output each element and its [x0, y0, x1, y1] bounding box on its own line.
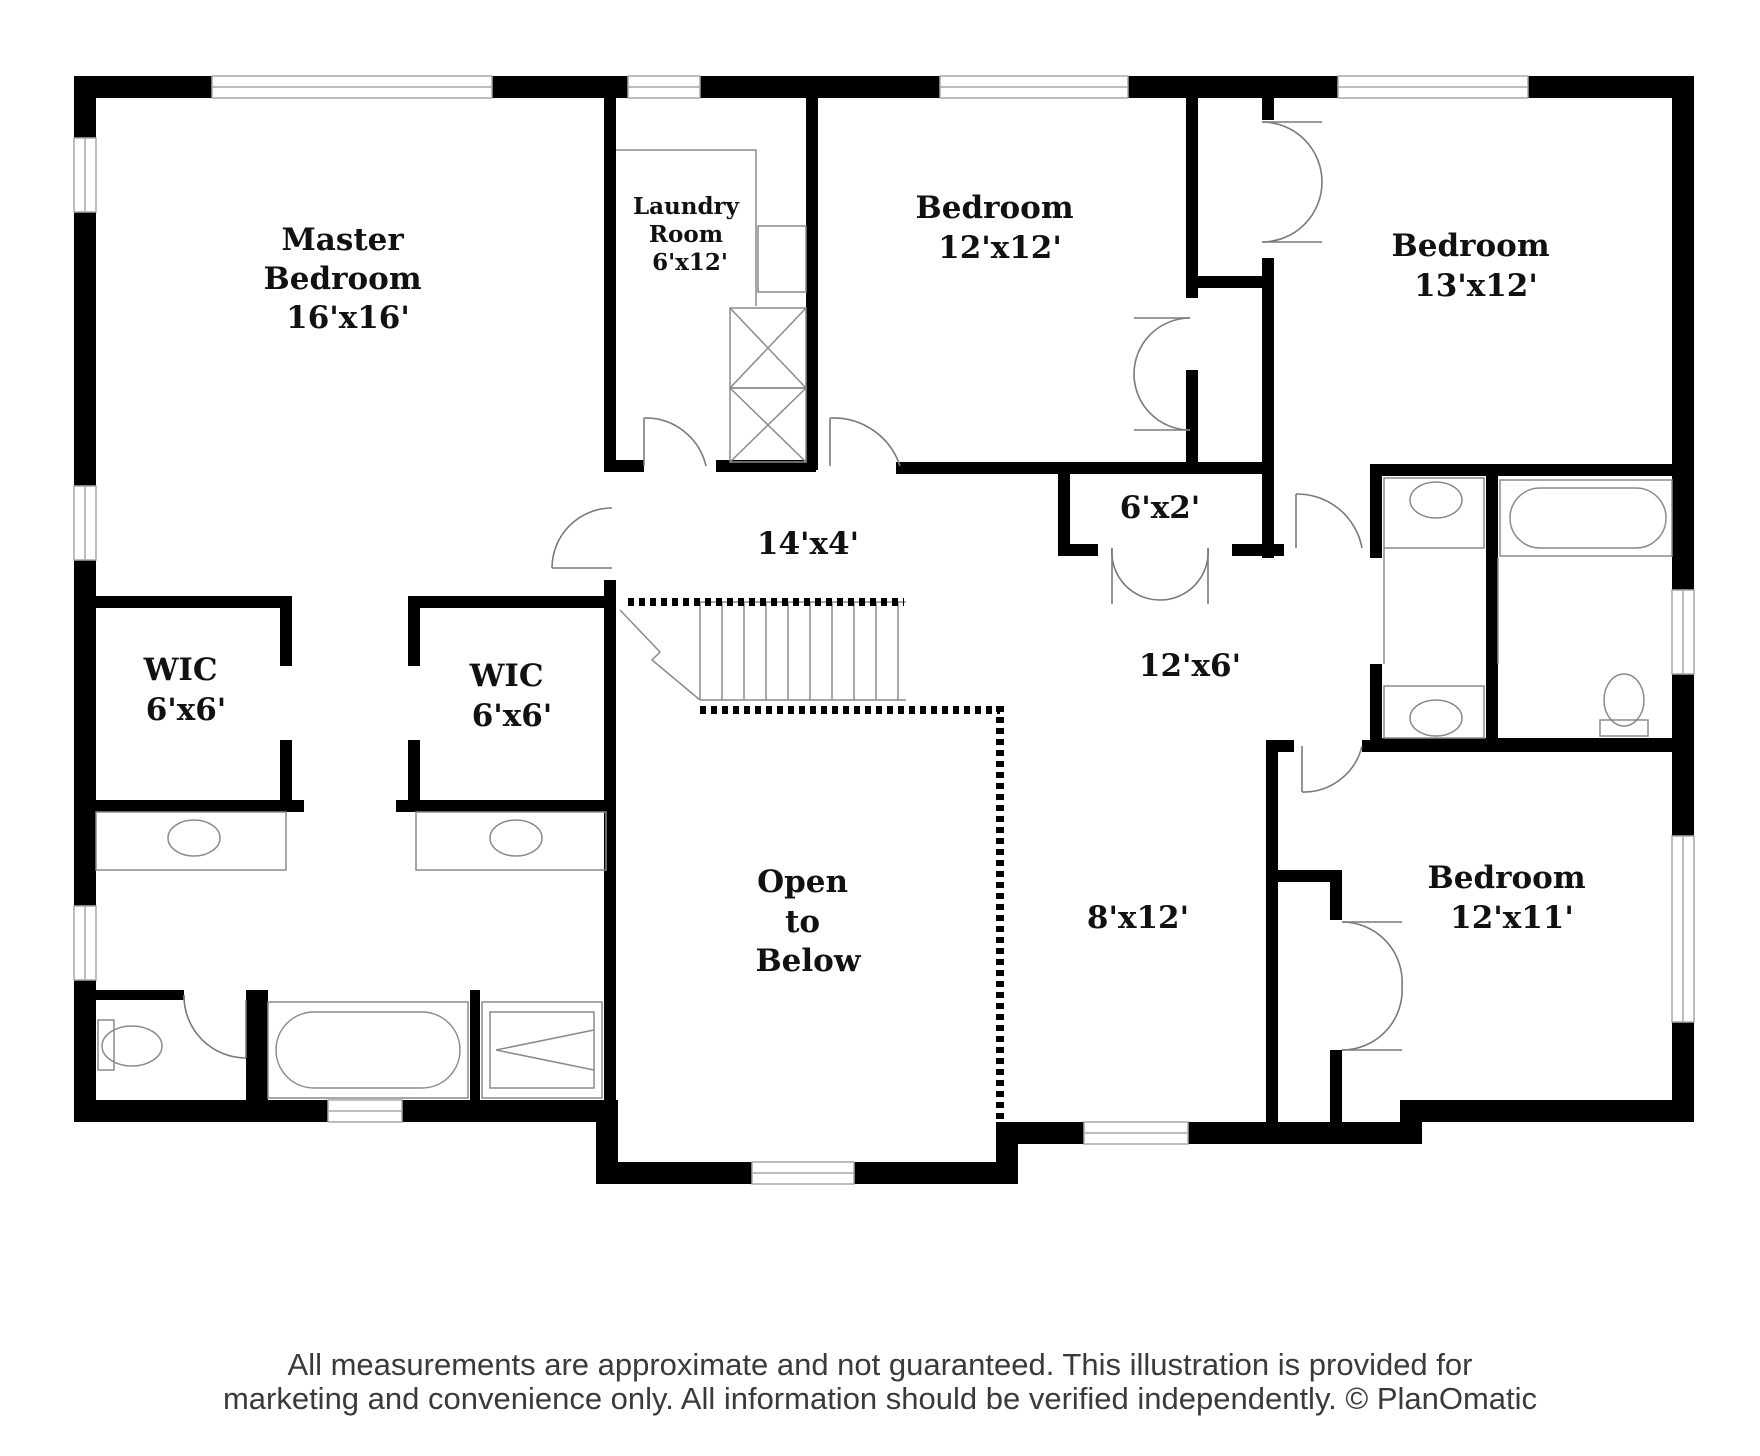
fixtures	[95, 149, 1673, 1099]
lower-hallway-label: 8'x12'	[1087, 900, 1189, 936]
master-bedroom-label: Master Bedroom 16'x16'	[264, 222, 433, 336]
wic-left-label: WIC 6'x6'	[143, 652, 229, 728]
laundry-room-label: Laundry Room 6'x12'	[633, 193, 747, 276]
disclaimer: All measurements are approximate and not…	[0, 1348, 1760, 1416]
staircase	[619, 601, 906, 701]
disclaimer-line-1: All measurements are approximate and not…	[287, 1347, 1473, 1382]
bedroom-2-label: Bedroom 12'x12'	[916, 190, 1085, 266]
mid-hallway-label: 12'x6'	[1139, 648, 1241, 684]
bedroom-4-label: Bedroom 12'x11'	[1428, 860, 1597, 936]
upper-hallway-label: 14'x4'	[757, 526, 859, 562]
windows	[73, 75, 1695, 1185]
doors	[183, 121, 1403, 1059]
open-to-below-label: Open to Below	[755, 864, 861, 979]
bedroom-3-label: Bedroom 13'x12'	[1392, 228, 1561, 304]
interior-walls	[86, 98, 1684, 1130]
room-labels: Master Bedroom 16'x16' Laundry Room 6'x1…	[143, 190, 1597, 979]
railing	[628, 598, 1004, 1128]
wic-right-label: WIC 6'x6'	[469, 658, 555, 734]
linen-closet-label: 6'x2'	[1120, 490, 1201, 526]
disclaimer-line-2: marketing and convenience only. All info…	[222, 1381, 1538, 1416]
